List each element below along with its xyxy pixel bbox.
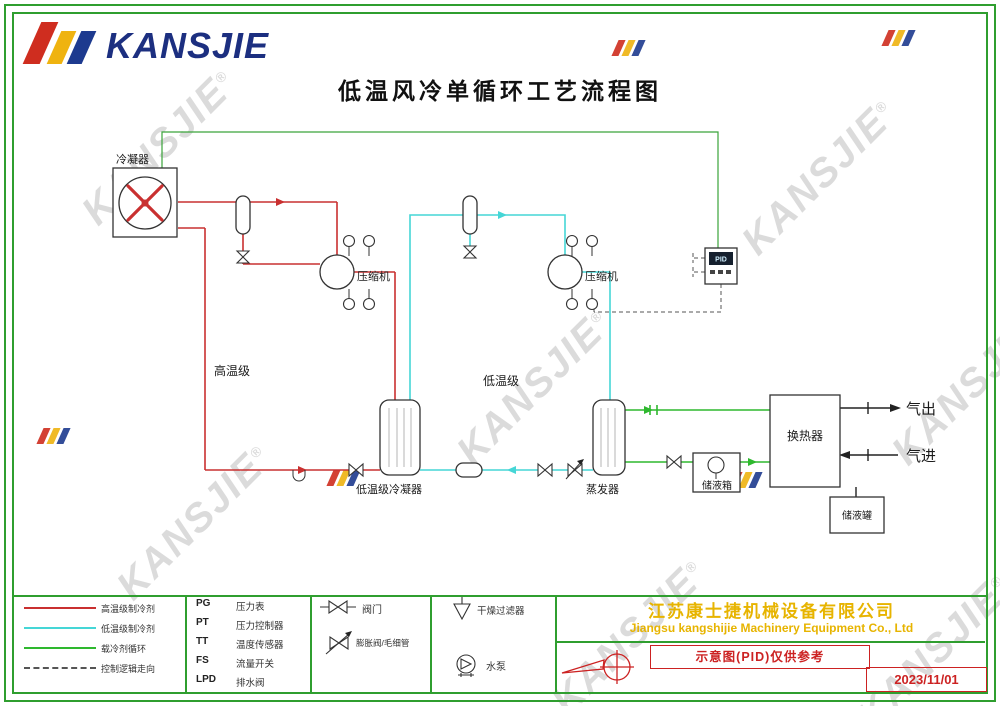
low-stage-condenser-label: 低温级冷凝器 <box>356 484 422 496</box>
legend-symbol-label-valve: 阀门 <box>362 605 382 616</box>
legend-name: 排水阀 <box>236 678 265 689</box>
accumulator-1 <box>235 195 251 235</box>
schematic-note: 示意图(PID)仅供参考 <box>650 645 870 669</box>
valve-icon <box>348 462 364 478</box>
condenser-unit <box>112 167 178 238</box>
condenser-label: 冷凝器 <box>116 154 149 166</box>
gauges-compressor-1 <box>342 234 376 311</box>
expansion-valve-icon <box>565 459 584 480</box>
legend-name: 压力表 <box>236 602 265 613</box>
heat-exchanger-label: 换热器 <box>786 429 823 443</box>
legend-divider <box>430 595 432 692</box>
legend-divider <box>185 595 187 692</box>
compressor-1 <box>319 254 355 290</box>
liquid-box <box>692 452 741 493</box>
legend-line-label: 低温级制冷剂 <box>101 624 156 634</box>
legend-symbol-label-drier: 干燥过滤器 <box>477 606 525 617</box>
legend-expansion-valve-icon <box>325 631 352 655</box>
evaporator <box>592 399 626 476</box>
compressor1-label: 压缩机 <box>357 271 390 283</box>
valve-icon <box>235 250 251 264</box>
legend-code: LPD <box>196 674 216 685</box>
date: 2023/11/01 <box>866 667 987 692</box>
inner-border <box>12 12 988 694</box>
high-stage-label: 高温级 <box>214 364 251 378</box>
legend-symbol-label-pump: 水泵 <box>486 662 506 673</box>
legend-line-sample-coolant <box>24 647 96 649</box>
legend-valve-icon <box>320 599 356 615</box>
valve-icon <box>462 245 478 259</box>
compressor2-label: 压缩机 <box>585 271 618 283</box>
page-title: 低温风冷单循环工艺流程图 <box>338 78 662 104</box>
valve-icon <box>537 462 553 478</box>
liquid-box-label: 储液箱 <box>702 481 732 492</box>
legend-divider <box>555 595 557 692</box>
gas-in-label: 气进 <box>906 448 937 465</box>
logo-text: KANSJIE <box>106 25 270 66</box>
kansjie-logo: KANSJIE <box>22 22 270 66</box>
legend-line-sample-low-stage <box>24 627 96 629</box>
gauges-compressor-2 <box>565 234 599 311</box>
pipe-coolant-green <box>625 405 770 466</box>
pipe-high-stage-red <box>178 198 396 474</box>
valve-icon <box>666 454 682 470</box>
filter-drier <box>455 462 483 478</box>
compressor-2 <box>547 254 583 290</box>
compass-icon <box>561 650 634 684</box>
legend-line-sample-high-stage <box>24 607 96 609</box>
legend-line-label: 控制逻辑走向 <box>101 664 156 674</box>
legend-code: PG <box>196 598 211 609</box>
low-stage-condenser <box>379 399 421 476</box>
legend-code: FS <box>196 655 209 666</box>
legend-code: PT <box>196 617 209 628</box>
company-name-en: Jiangsu kangshijie Machinery Equipment C… <box>629 621 914 635</box>
pipe-low-stage-cyan <box>409 211 611 474</box>
legend-line-label: 载冷剂循环 <box>101 644 147 654</box>
legend-divider <box>310 595 312 692</box>
signal-line <box>161 131 719 248</box>
pid-controller: PID <box>704 247 738 285</box>
footer-divider <box>556 641 985 643</box>
heat-exchanger-box <box>769 394 841 488</box>
legend-name: 压力控制器 <box>236 621 284 632</box>
gas-lines <box>839 402 901 497</box>
outer-border <box>4 4 996 702</box>
liquid-tank-label: 储液罐 <box>842 511 872 522</box>
legend-line-sample-control <box>24 667 96 669</box>
accumulator-2 <box>462 195 478 235</box>
evaporator-label: 蒸发器 <box>586 484 619 496</box>
low-stage-label: 低温级 <box>483 374 520 388</box>
legend-top-line <box>13 595 987 597</box>
company-name-cn: 江苏康士捷机械设备有限公司 <box>648 602 895 621</box>
legend-name: 温度传感器 <box>236 640 284 651</box>
trap-symbol <box>292 470 306 482</box>
legend-line-label: 高温级制冷剂 <box>101 604 156 614</box>
legend-code: TT <box>196 636 209 647</box>
legend-name: 流量开关 <box>236 659 275 670</box>
liquid-tank-box <box>829 496 885 534</box>
legend-symbol-label-expansion: 膨胀阀/毛细管 <box>356 638 410 648</box>
legend-drier-icon <box>453 596 471 621</box>
gas-out-label: 气出 <box>906 401 937 418</box>
pid-label: PID <box>715 257 727 264</box>
legend-pump-icon <box>456 654 476 677</box>
